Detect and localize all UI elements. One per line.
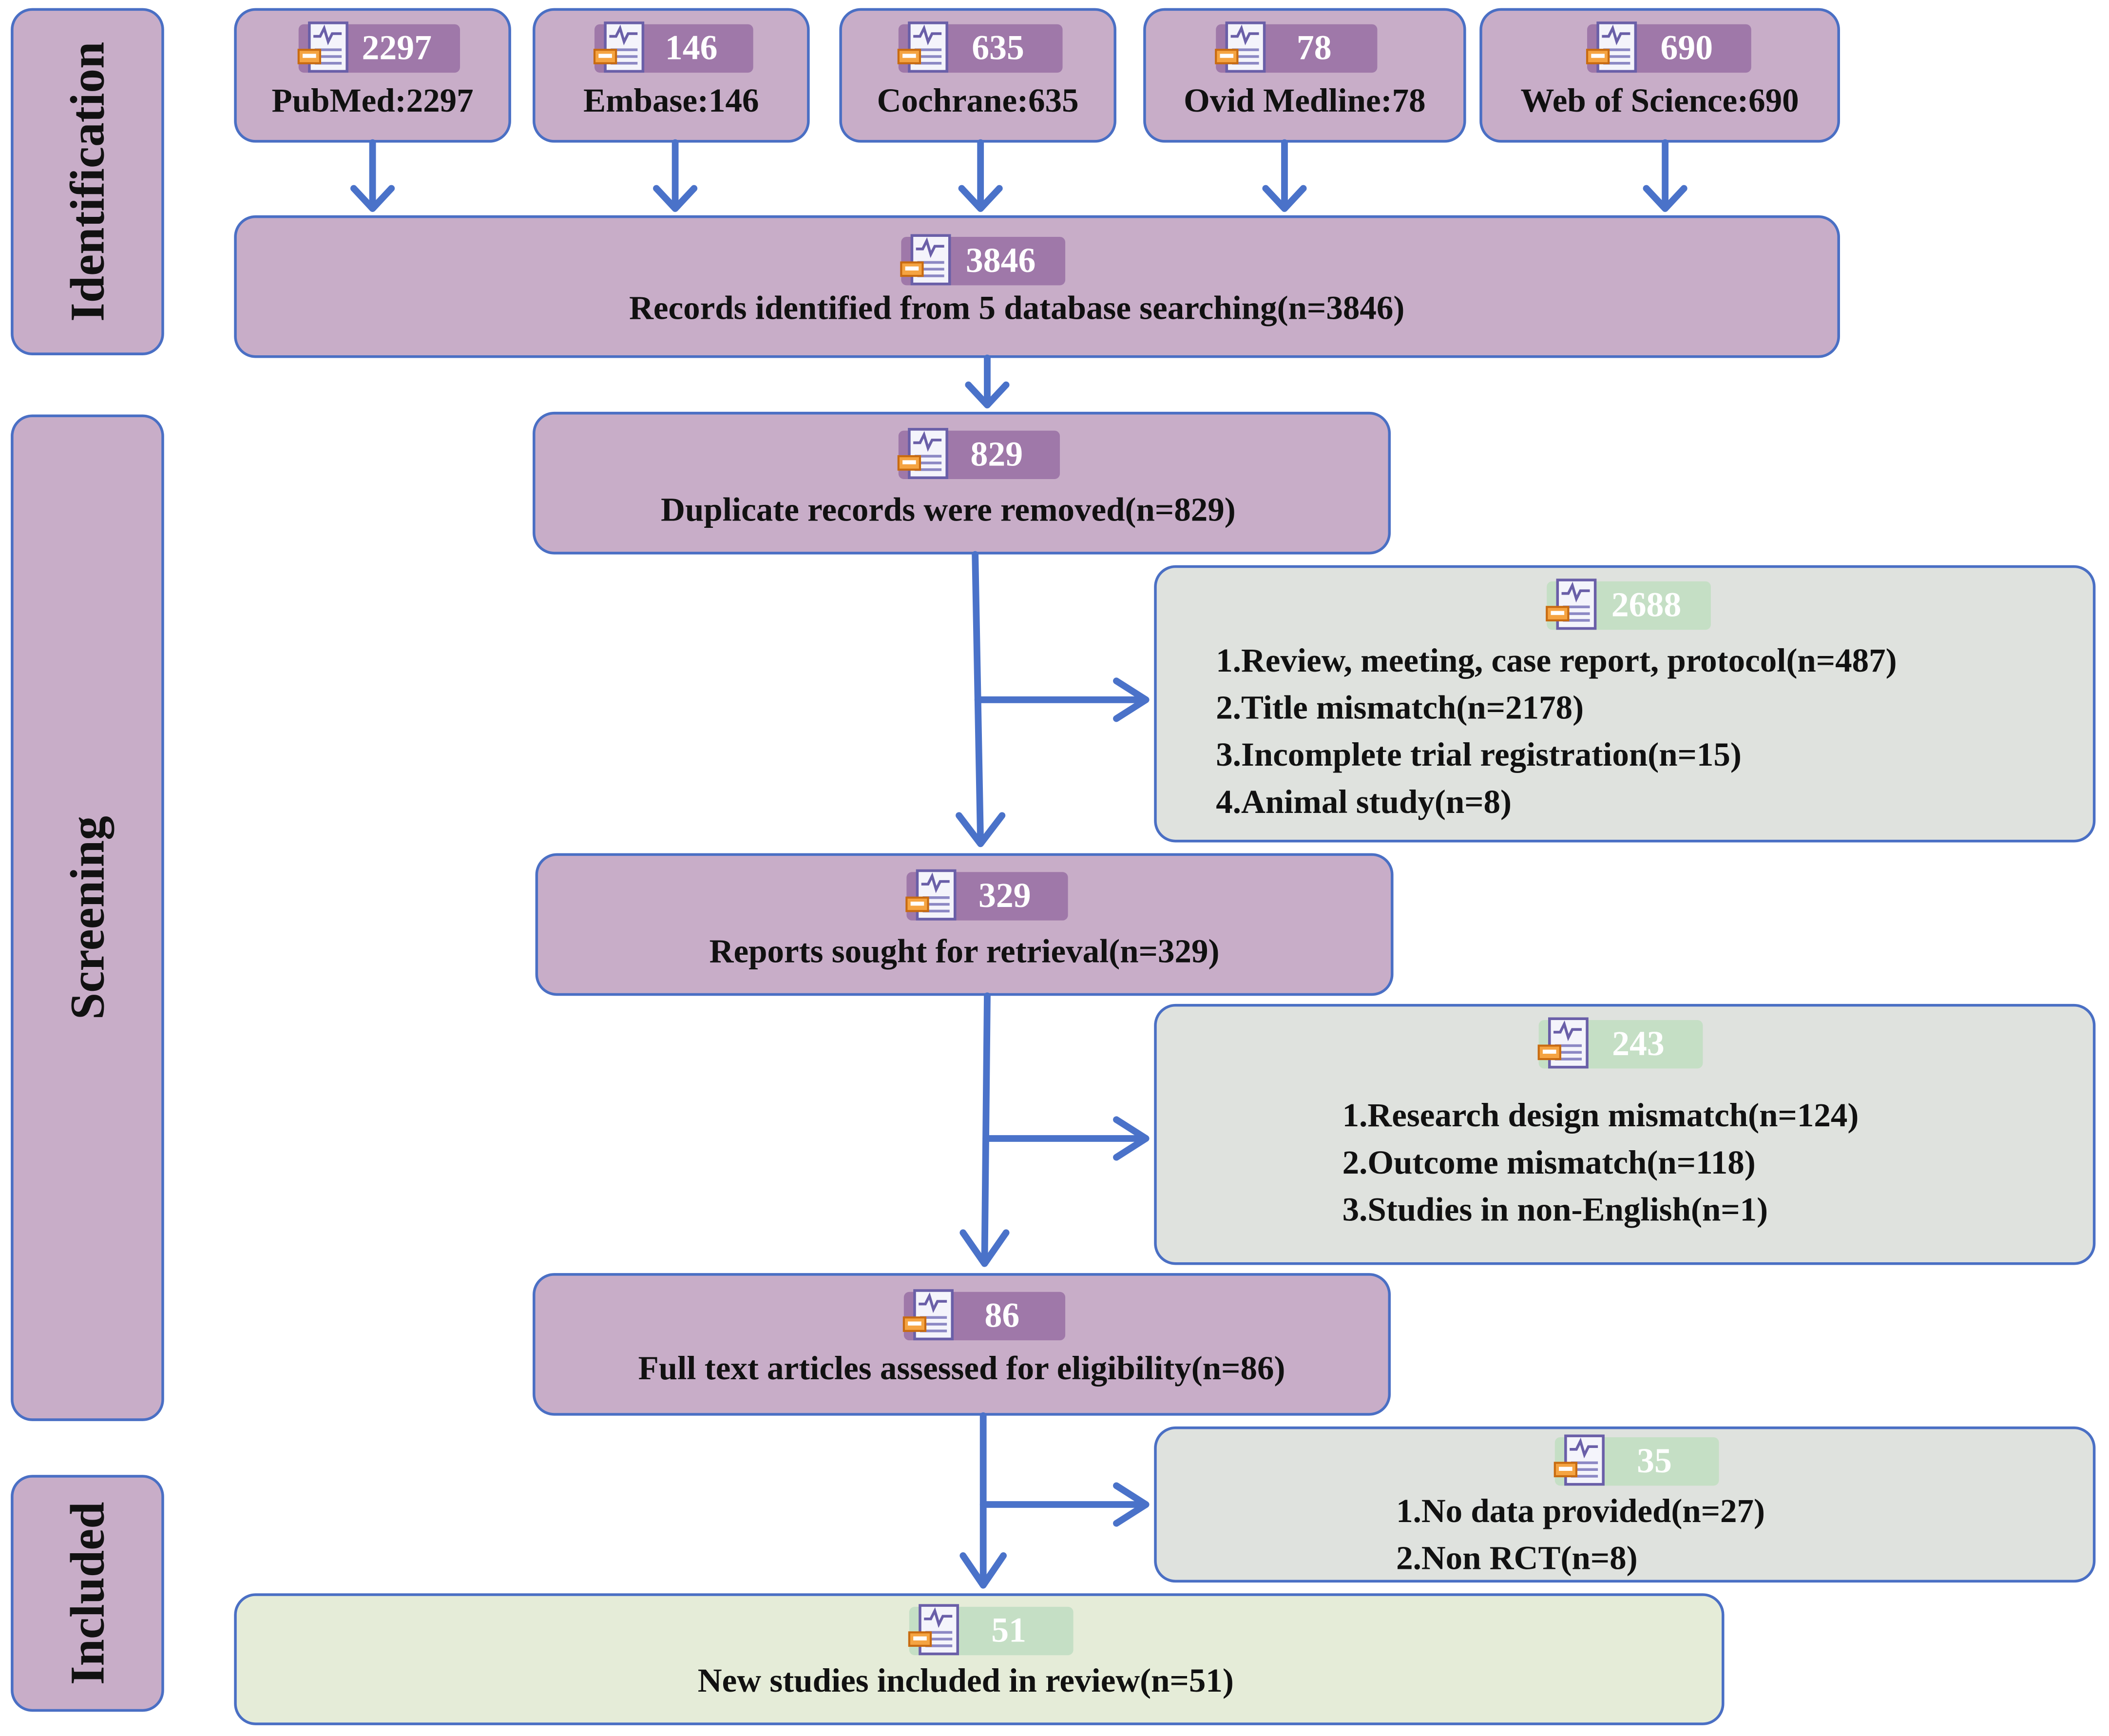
exclusion-box-title-screening: 2688 1.Review, meeting, case report, pro… bbox=[1154, 565, 2096, 843]
exclusion-reason-list: 1.No data provided(n=27) 2.Non RCT(n=8) bbox=[1396, 1488, 1765, 1582]
retrieval-label: Reports sought for retrieval(n=329) bbox=[709, 934, 1220, 970]
badge-number: 86 bbox=[984, 1296, 1020, 1335]
fulltext-label: Full text articles assessed for eligibil… bbox=[638, 1351, 1285, 1388]
count-badge: 35 bbox=[1553, 1434, 1719, 1486]
report-chart-icon bbox=[1546, 579, 1597, 630]
retrieval-box: 329 Reports sought for retrieval(n=329) bbox=[535, 853, 1394, 996]
report-chart-icon bbox=[297, 21, 348, 73]
badge-number: 2297 bbox=[362, 28, 432, 68]
badge-number: 146 bbox=[665, 28, 718, 68]
count-badge: 3846 bbox=[900, 234, 1066, 286]
source-label: Embase:146 bbox=[583, 83, 759, 120]
count-badge: 2688 bbox=[1546, 579, 1711, 630]
report-chart-icon bbox=[1553, 1434, 1605, 1486]
badge-number: 635 bbox=[972, 28, 1024, 68]
source-box-web-of-science: 690 Web of Science:690 bbox=[1479, 8, 1840, 143]
source-box-pubmed: 2297 PubMed:2297 bbox=[234, 8, 511, 143]
badge-number: 690 bbox=[1660, 28, 1713, 68]
report-chart-icon bbox=[902, 1289, 954, 1341]
report-chart-icon bbox=[908, 1604, 959, 1656]
arrowhead bbox=[1113, 677, 1150, 722]
badge-number: 51 bbox=[991, 1611, 1027, 1650]
count-badge: 243 bbox=[1537, 1017, 1703, 1069]
exclusion-reason: 2.Non RCT(n=8) bbox=[1396, 1541, 1638, 1578]
count-badge: 51 bbox=[908, 1604, 1074, 1656]
arrowhead bbox=[350, 185, 395, 212]
arrowhead bbox=[1113, 1482, 1150, 1527]
exclusion-reason: 2.Outcome mismatch(n=118) bbox=[1342, 1145, 1756, 1182]
arrowhead bbox=[956, 812, 1006, 848]
arrowhead bbox=[959, 1552, 1007, 1589]
exclusion-reason: 1.Review, meeting, case report, protocol… bbox=[1216, 643, 1897, 680]
count-badge: 78 bbox=[1215, 21, 1378, 73]
count-badge: 690 bbox=[1586, 21, 1751, 73]
arrowhead bbox=[1262, 185, 1307, 212]
badge-number: 243 bbox=[1612, 1024, 1665, 1063]
exclusion-reason: 4.Animal study(n=8) bbox=[1216, 784, 1512, 821]
count-badge: 829 bbox=[897, 428, 1060, 479]
identified-label: Records identified from 5 database searc… bbox=[629, 290, 1405, 327]
badge-number: 2688 bbox=[1611, 585, 1682, 625]
fulltext-box: 86 Full text articles assessed for eligi… bbox=[533, 1273, 1391, 1416]
exclusion-box-eligibility: 35 1.No data provided(n=27) 2.Non RCT(n=… bbox=[1154, 1426, 2096, 1583]
report-chart-icon bbox=[1537, 1017, 1589, 1069]
arrowhead bbox=[965, 381, 1010, 409]
exclusion-reason: 2.Title mismatch(n=2178) bbox=[1216, 690, 1584, 727]
count-badge: 635 bbox=[897, 21, 1063, 73]
exclusion-reason: 3.Incomplete trial registration(n=15) bbox=[1216, 737, 1742, 774]
badge-number: 329 bbox=[978, 876, 1031, 915]
phase-included: Included bbox=[11, 1475, 164, 1712]
source-box-embase: 146 Embase:146 bbox=[533, 8, 810, 143]
exclusion-reason: 1.Research design mismatch(n=124) bbox=[1342, 1098, 1859, 1135]
included-label: New studies included in review(n=51) bbox=[697, 1663, 1234, 1700]
source-box-ovid-medline: 78 Ovid Medline:78 bbox=[1143, 8, 1466, 143]
phase-screening: Screening bbox=[11, 414, 164, 1421]
badge-number: 829 bbox=[970, 434, 1023, 474]
report-chart-icon bbox=[897, 428, 948, 479]
report-chart-icon bbox=[900, 234, 951, 286]
report-chart-icon bbox=[1586, 21, 1637, 73]
count-badge: 329 bbox=[905, 869, 1068, 921]
duplicates-box: 829 Duplicate records were removed(n=829… bbox=[533, 411, 1391, 555]
source-label: PubMed:2297 bbox=[271, 83, 474, 120]
arrowhead bbox=[958, 185, 1003, 212]
badge-number: 35 bbox=[1637, 1441, 1672, 1481]
report-chart-icon bbox=[1215, 21, 1266, 73]
count-badge: 2297 bbox=[297, 21, 460, 73]
report-chart-icon bbox=[905, 869, 957, 921]
badge-number: 3846 bbox=[965, 241, 1036, 280]
source-label: Web of Science:690 bbox=[1520, 83, 1799, 120]
arrowhead bbox=[1643, 185, 1687, 212]
count-badge: 86 bbox=[902, 1289, 1066, 1341]
source-box-cochrane: 635 Cochrane:635 bbox=[839, 8, 1116, 143]
arrowhead bbox=[959, 1229, 1010, 1267]
exclusion-reason-list: 1.Review, meeting, case report, protocol… bbox=[1216, 638, 1897, 827]
included-box: 51 New studies included in review(n=51) bbox=[234, 1593, 1725, 1725]
report-chart-icon bbox=[593, 21, 645, 73]
count-badge: 146 bbox=[593, 21, 753, 73]
duplicates-label: Duplicate records were removed(n=829) bbox=[661, 492, 1236, 529]
identified-box: 3846 Records identified from 5 database … bbox=[234, 215, 1840, 358]
phase-identification: Identification bbox=[11, 8, 164, 355]
arrowhead bbox=[1113, 1116, 1150, 1161]
source-label: Cochrane:635 bbox=[877, 83, 1079, 120]
source-label: Ovid Medline:78 bbox=[1184, 83, 1426, 120]
exclusion-box-full-text: 243 1.Research design mismatch(n=124) 2.… bbox=[1154, 1003, 2096, 1265]
exclusion-reason: 3.Studies in non-English(n=1) bbox=[1342, 1192, 1768, 1229]
exclusion-reason: 1.No data provided(n=27) bbox=[1396, 1493, 1765, 1530]
arrow-retrieval-to-fulltext bbox=[981, 992, 991, 1266]
exclusion-reason-list: 1.Research design mismatch(n=124) 2.Outc… bbox=[1342, 1093, 1859, 1234]
arrowhead bbox=[653, 185, 698, 212]
report-chart-icon bbox=[897, 21, 948, 73]
badge-number: 78 bbox=[1296, 28, 1332, 68]
